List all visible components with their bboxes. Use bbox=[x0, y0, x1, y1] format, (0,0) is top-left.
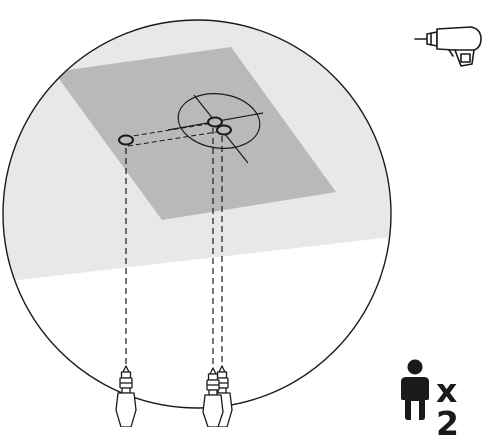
anchor-center-top bbox=[207, 116, 223, 128]
power-drill-icon bbox=[414, 26, 482, 67]
detail-magnifier-circle bbox=[2, 19, 392, 409]
screw-bit-center-front-icon bbox=[202, 367, 224, 428]
anchor-left bbox=[118, 134, 134, 146]
installation-diagram: x 2 bbox=[2, 19, 482, 440]
anchor-center-bottom bbox=[216, 124, 232, 136]
drill-paths bbox=[125, 128, 223, 370]
people-required-label: x 2 bbox=[436, 371, 459, 443]
plate-guide-lines bbox=[125, 122, 224, 147]
screw-bit-left-icon bbox=[115, 365, 137, 428]
mounting-plate bbox=[54, 47, 336, 220]
person-icon bbox=[401, 359, 429, 420]
